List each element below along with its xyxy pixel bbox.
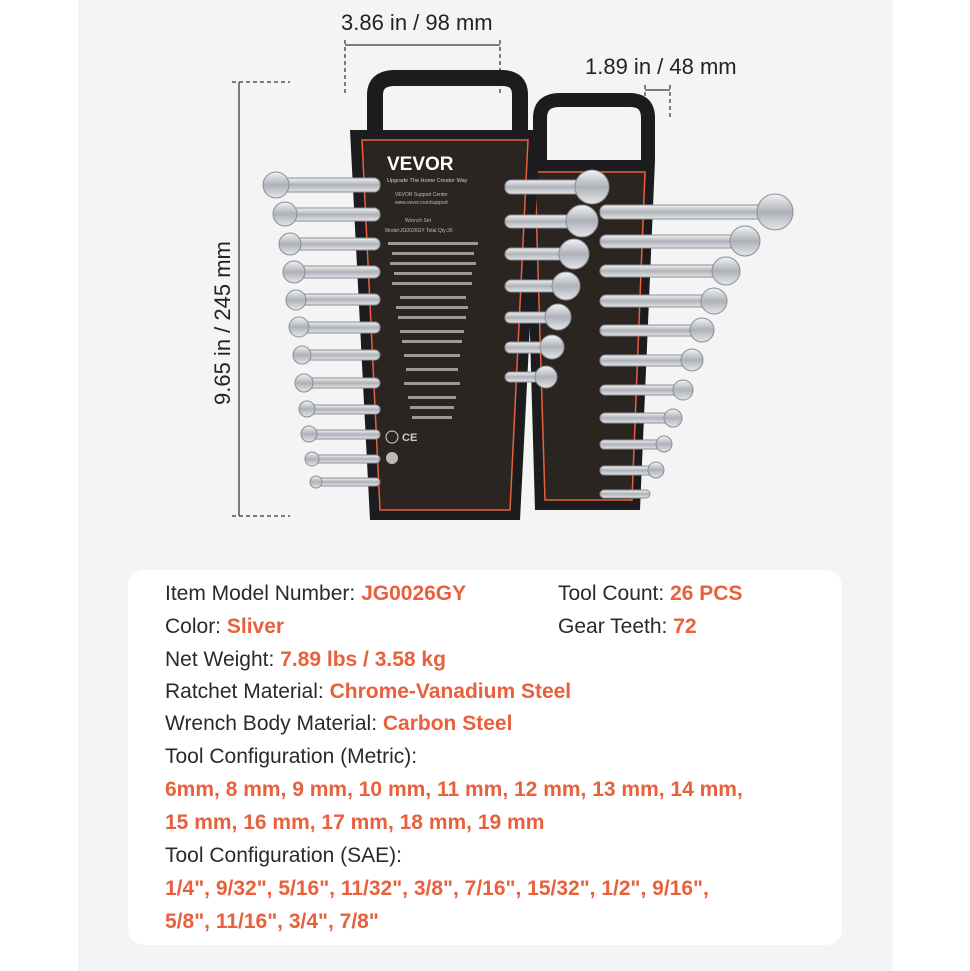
spec-net-weight-value: 7.89 lbs / 3.58 kg	[280, 648, 446, 671]
spec-net-weight-label: Net Weight:	[165, 648, 275, 671]
spec-ratchet-material: Ratchet Material: Chrome-Vanadium Steel	[165, 680, 571, 704]
ce-mark-icon: CE	[402, 432, 417, 444]
spec-color-value: Sliver	[226, 615, 285, 638]
spec-sae-label: Tool Configuration (SAE):	[165, 844, 402, 867]
brand-tagline: Upgrade The Home Creator Way	[387, 178, 468, 184]
spec-model: Item Model Number: JG0026GY	[165, 582, 466, 606]
depth-dimension: 1.89 in / 48 mm	[585, 54, 737, 79]
spec-color-label: Color:	[165, 615, 222, 638]
spec-ratchet-material-label: Ratchet Material:	[165, 680, 324, 703]
wrench-set-illustration: VEVOR Upgrade The Home Creator Way VEVOR…	[232, 40, 794, 520]
spec-tool-count-value: 26 PCS	[670, 582, 743, 605]
spec-color: Color: Sliver	[165, 615, 284, 639]
spec-net-weight: Net Weight: 7.89 lbs / 3.58 kg	[165, 648, 446, 672]
certification-icon	[385, 430, 399, 444]
label-fine-print	[388, 242, 478, 419]
spec-gear-teeth-value: 72	[673, 615, 697, 638]
spec-body-material: Wrench Body Material: Carbon Steel	[165, 712, 512, 736]
spec-body-material-label: Wrench Body Material:	[165, 712, 378, 735]
left-wrench-holder: VEVOR Upgrade The Home Creator Way VEVOR…	[262, 70, 610, 520]
recycle-icon	[386, 452, 398, 464]
spec-sae-sizes-line-1: 1/4", 9/32", 5/16", 11/32", 3/8", 7/16",…	[165, 877, 709, 900]
spec-metric-sizes-line-2: 15 mm, 16 mm, 17 mm, 18 mm, 19 mm	[165, 811, 545, 834]
product-image: VEVOR Upgrade The Home Creator Way VEVOR…	[210, 10, 794, 520]
label-line-3: Wrench Set	[405, 218, 432, 224]
spec-metric-label: Tool Configuration (Metric):	[165, 745, 418, 768]
spec-sae-sizes-line-2: 5/8", 11/16", 3/4", 7/8"	[165, 910, 379, 933]
spec-tool-count-label: Tool Count:	[558, 582, 665, 605]
label-line-4: Model:JG0026GY Total Qty:26	[385, 228, 453, 234]
spec-ratchet-material-value: Chrome-Vanadium Steel	[329, 680, 572, 703]
right-wrench-holder	[525, 93, 794, 510]
height-dimension: 9.65 in / 245 mm	[210, 241, 235, 405]
spec-model-label: Item Model Number:	[165, 582, 356, 605]
spec-model-value: JG0026GY	[361, 582, 467, 605]
spec-tool-count: Tool Count: 26 PCS	[558, 582, 742, 606]
spec-gear-teeth: Gear Teeth: 72	[558, 615, 697, 639]
width-dimension: 3.86 in / 98 mm	[341, 10, 493, 35]
spec-metric-sizes-line-1: 6mm, 8 mm, 9 mm, 10 mm, 11 mm, 12 mm, 13…	[165, 778, 743, 801]
brand-logo: VEVOR	[387, 154, 454, 175]
label-line-1: VEVOR Support Center	[395, 192, 448, 198]
spec-body-material-value: Carbon Steel	[382, 712, 513, 735]
label-line-2: www.vevor.com/support	[395, 200, 448, 206]
spec-gear-teeth-label: Gear Teeth:	[558, 615, 668, 638]
spec-card: Item Model Number: JG0026GY Tool Count: …	[128, 570, 842, 945]
